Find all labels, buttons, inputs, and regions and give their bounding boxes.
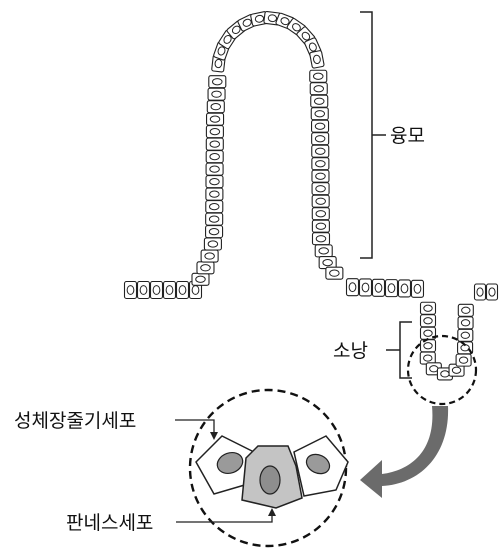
epithelial-cell <box>311 95 328 107</box>
epithelial-cell <box>125 282 137 299</box>
villus-bracket <box>360 12 386 258</box>
epithelial-cell <box>204 238 221 250</box>
epithelial-cell <box>312 183 329 195</box>
epithelial-cell <box>311 108 328 120</box>
epithelial-cell <box>487 284 498 300</box>
epithelial-cell <box>197 262 214 274</box>
epithelial-cell <box>456 354 471 366</box>
epithelial-cell <box>315 245 332 257</box>
epithelial-cell <box>312 195 329 207</box>
epithelial-cell <box>208 88 225 100</box>
paneth-cell-pointer <box>176 512 272 522</box>
stem-cell-label: 성체장줄기세포 <box>14 410 136 432</box>
epithelial-cell <box>206 151 223 163</box>
crypt-epithelium <box>420 284 497 380</box>
epithelial-cell <box>458 317 473 329</box>
epithelial-cell <box>207 113 224 125</box>
epithelial-cell <box>192 273 209 285</box>
villus-epithelium <box>125 11 424 298</box>
epithelial-cell <box>151 282 163 299</box>
epithelial-cell <box>206 176 223 188</box>
epithelial-cell <box>207 101 224 113</box>
epithelial-cell <box>385 280 397 297</box>
epithelial-cell <box>310 70 327 82</box>
crypt-label: 소낭 <box>333 340 368 362</box>
magnify-arrow <box>360 406 448 498</box>
epithelial-cell <box>312 133 329 145</box>
epithelial-cell <box>475 284 486 300</box>
paneth-cell-nucleus <box>260 466 280 494</box>
epithelial-cell <box>138 282 150 299</box>
epithelial-cell <box>359 279 371 296</box>
epithelial-cell <box>206 138 223 150</box>
epithelial-cell <box>310 83 327 95</box>
magnified-cells <box>196 436 348 508</box>
epithelial-cell <box>312 145 329 157</box>
crypt-bracket <box>386 322 412 378</box>
epithelial-cell <box>206 188 223 200</box>
epithelial-cell <box>421 340 436 352</box>
epithelial-cell <box>326 267 343 279</box>
paneth-cell-pointer-head <box>268 508 276 516</box>
epithelial-cell <box>458 304 473 316</box>
epithelial-cell <box>312 158 329 170</box>
epithelial-cell <box>310 50 325 68</box>
epithelial-cell <box>312 233 329 245</box>
epithelial-cell <box>201 250 218 262</box>
epithelial-cell <box>411 280 423 297</box>
epithelial-cell <box>164 282 176 299</box>
epithelial-cell <box>206 226 223 238</box>
villus-label: 융모 <box>390 125 425 147</box>
stem-cell-pointer <box>175 420 214 436</box>
epithelial-cell <box>312 220 329 232</box>
epithelial-cell <box>312 170 329 182</box>
epithelial-cell <box>312 208 329 220</box>
epithelial-cell <box>421 315 436 327</box>
epithelial-cell <box>206 213 223 225</box>
paneth-cell-label: 판네스세포 <box>66 512 153 534</box>
epithelial-cell <box>206 201 223 213</box>
stem-cell-pointer-head <box>210 432 218 440</box>
epithelial-cell <box>398 280 410 297</box>
epithelial-cell <box>177 282 189 299</box>
epithelial-cell <box>206 126 223 138</box>
epithelial-cell <box>209 76 226 88</box>
epithelial-cell <box>421 302 436 314</box>
epithelial-cell <box>312 120 329 132</box>
epithelial-cell <box>458 329 473 341</box>
epithelial-cell <box>206 163 223 175</box>
epithelial-cell <box>372 279 384 296</box>
epithelial-cell <box>346 279 358 296</box>
